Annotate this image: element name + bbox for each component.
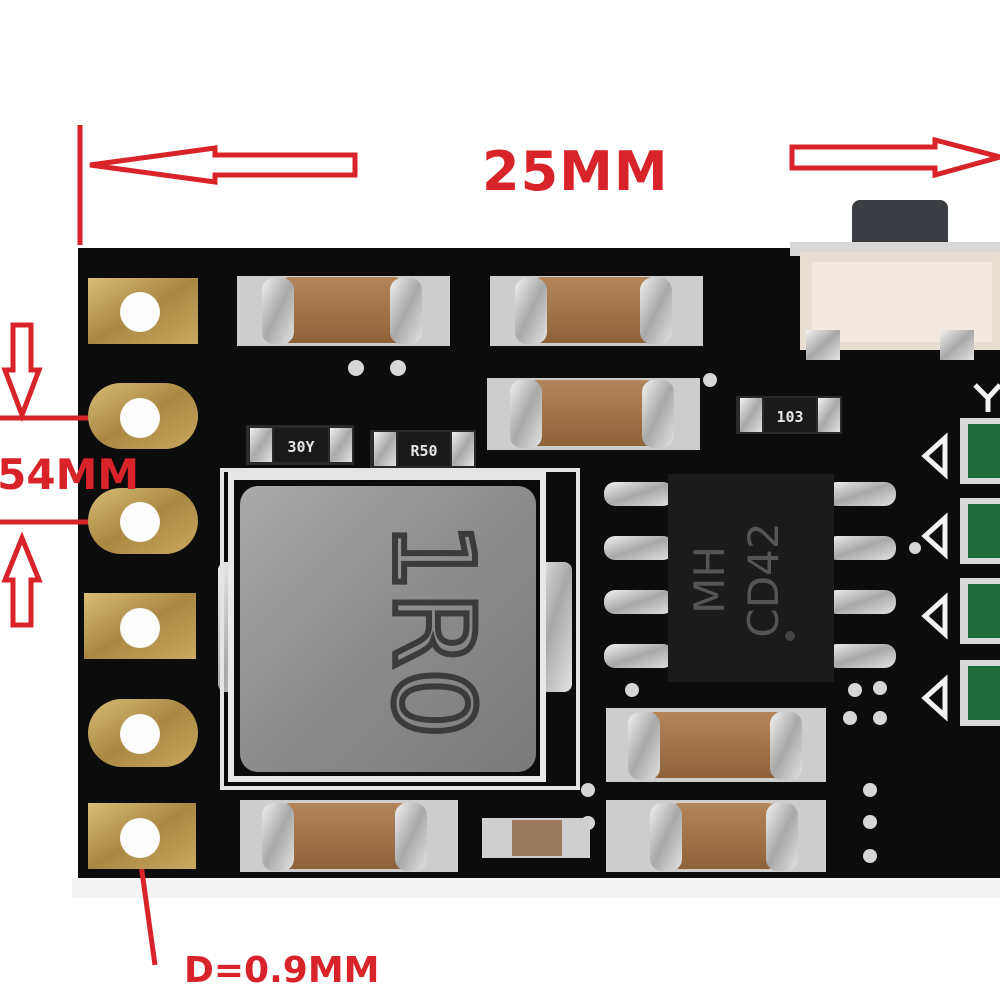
pcb-edge: [72, 878, 1000, 898]
width-dimension-label: 25MM: [482, 140, 669, 203]
hole-diameter-label: D=0.9MM: [184, 950, 380, 991]
ic-pins-left: [604, 482, 674, 668]
ic-pins-right: [826, 482, 896, 668]
inductor-marking: 1R0: [369, 522, 497, 738]
width-dimension-arrows: [77, 125, 1000, 245]
bottom-right-capacitor-lower: [606, 800, 826, 872]
top-capacitor-right: [490, 276, 703, 346]
small-bottom-resistor: [482, 818, 590, 858]
ic-marking-line2: CD42: [739, 522, 788, 637]
silkscreen-triangles: [921, 383, 1000, 722]
resistor-30y-label: 30Y: [287, 438, 314, 456]
inductor: 1R0: [218, 472, 572, 782]
vias: [348, 360, 921, 863]
resistor-103: 103: [736, 396, 842, 434]
inductor-silkscreen-outline: [220, 468, 580, 790]
pitch-dimension-label: 2.54MM: [0, 450, 140, 499]
ic-marking-line1: MH: [685, 546, 734, 614]
slide-switch: [790, 200, 1000, 360]
resistor-r50-label: R50: [410, 442, 437, 460]
resistor-r50: R50: [370, 430, 476, 468]
bottom-right-capacitor-upper: [606, 708, 826, 782]
resistor-30y: 30Y: [246, 425, 354, 465]
header-pads: [84, 278, 198, 869]
middle-capacitor: [487, 378, 700, 450]
bottom-left-capacitor: [240, 800, 458, 872]
top-capacitor-left: [237, 276, 450, 346]
status-leds: [960, 418, 1000, 726]
ic-cd42: MH CD42: [668, 474, 834, 682]
resistor-103-label: 103: [776, 408, 803, 426]
